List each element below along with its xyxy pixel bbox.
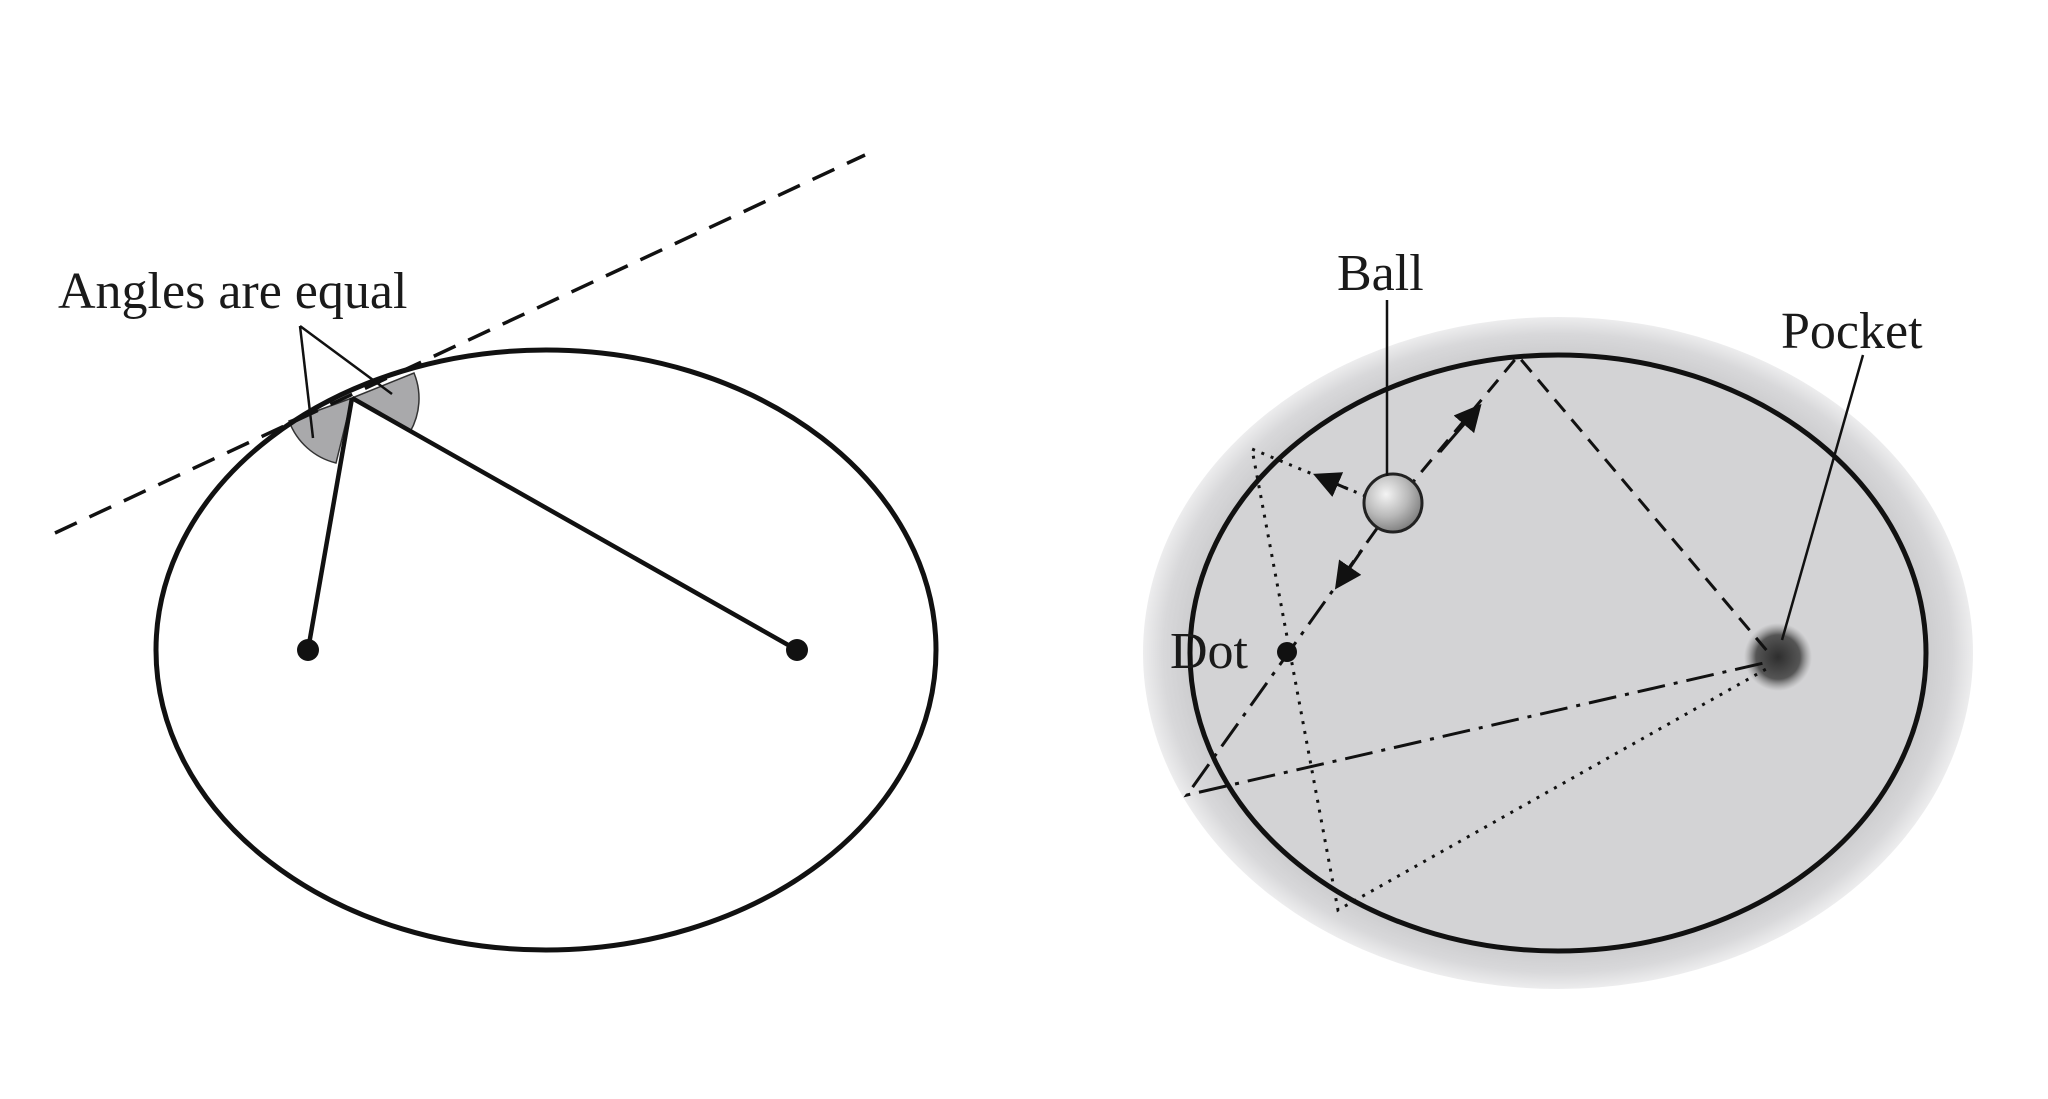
path-dashdot [1183, 519, 1769, 798]
focus-right [786, 639, 808, 661]
focus-line-left [305, 397, 355, 651]
table-felt [1187, 352, 1929, 954]
tangent-line [54, 153, 866, 535]
angles-label: Angles are equal [58, 263, 407, 320]
path-dashdot-arrow [1334, 549, 1364, 590]
left-diagram: Angles are equal [54, 153, 939, 953]
pocket-callout-line [1780, 354, 1865, 641]
focus-line-right [350, 396, 799, 652]
dot-marker [1277, 642, 1297, 662]
path-dashed-arrow [1438, 403, 1482, 453]
ball [1362, 472, 1424, 534]
path-dotted-arrow [1313, 472, 1349, 497]
pocket [1744, 623, 1812, 691]
dot-label: Dot [1170, 623, 1249, 680]
path-dashed [1386, 353, 1770, 653]
callout-line-right [299, 324, 393, 396]
right-diagram: Ball Pocket Dot [1143, 245, 1973, 989]
pocket-label: Pocket [1781, 303, 1923, 360]
callout-line-left [298, 325, 315, 439]
focus-left [297, 639, 319, 661]
ellipse-outline [153, 347, 939, 953]
ball-label: Ball [1337, 245, 1424, 302]
